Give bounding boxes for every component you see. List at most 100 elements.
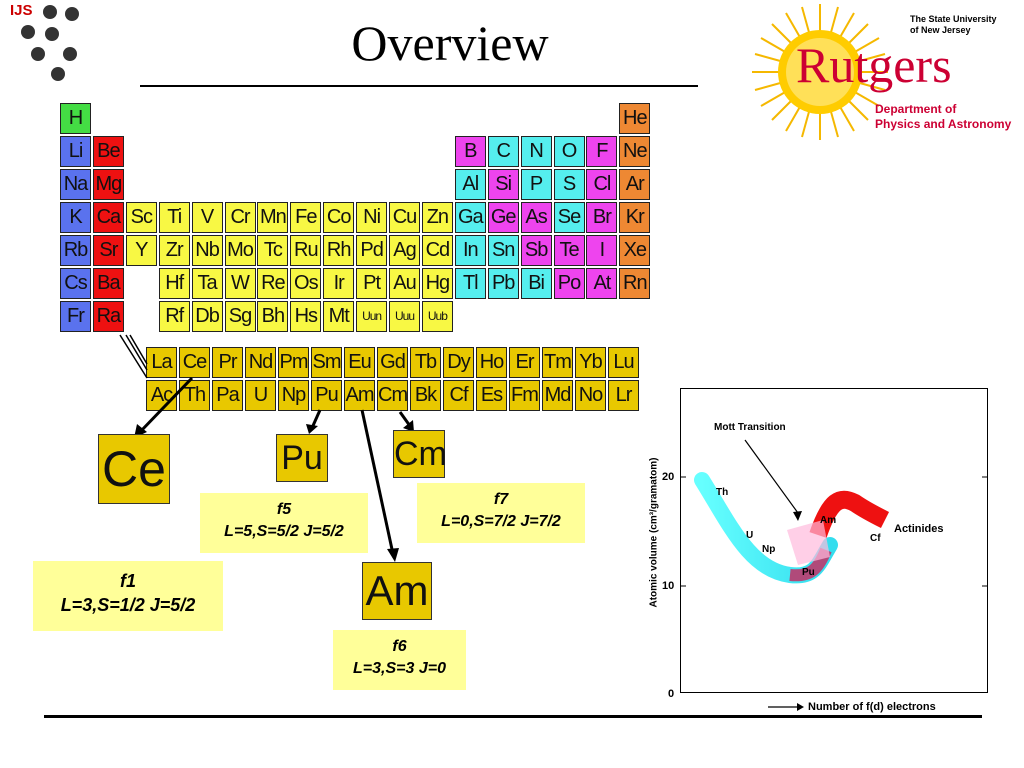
element-nd: Nd	[245, 347, 276, 378]
element-rf: Rf	[158, 301, 190, 332]
series-label-actinides: Actinides	[894, 523, 944, 535]
ijs-logo: IJS	[10, 2, 100, 87]
pu-tile: Pu	[276, 434, 328, 482]
element-lr: Lr	[608, 380, 639, 411]
element-f: F	[586, 136, 618, 167]
element-ca: Ca	[92, 202, 124, 233]
element-am: Am	[344, 380, 375, 411]
element-mg: Mg	[92, 169, 124, 200]
note-f6: f6 L=3,S=3 J=0	[333, 630, 466, 690]
element-cu: Cu	[389, 202, 420, 233]
element-cl: Cl	[586, 169, 618, 200]
element-th: Th	[179, 380, 210, 411]
point-label-pu: Pu	[802, 567, 815, 578]
element-nb: Nb	[191, 235, 223, 266]
ytick-0: 0	[668, 688, 675, 700]
element-uub: Uub	[421, 301, 453, 332]
element-pm: Pm	[278, 347, 309, 378]
element-hf: Hf	[158, 268, 190, 299]
element-se: Se	[553, 202, 585, 233]
chart-xlabel: Number of f(d) electrons	[808, 701, 936, 713]
element-br: Br	[586, 202, 618, 233]
point-label-cf: Cf	[870, 533, 881, 544]
element-zn: Zn	[421, 202, 453, 233]
element-co: Co	[323, 202, 355, 233]
ijs-dots-graphic	[21, 5, 79, 81]
element-sb: Sb	[520, 235, 552, 266]
note-f1: f1 L=3,S=1/2 J=5/2	[33, 561, 223, 631]
element-v: V	[191, 202, 223, 233]
element-dy: Dy	[443, 347, 474, 378]
element-fe: Fe	[290, 202, 322, 233]
element-b: B	[454, 136, 486, 167]
element-cd: Cd	[421, 235, 453, 266]
element-rb: Rb	[60, 235, 91, 266]
element-gd: Gd	[377, 347, 408, 378]
ytick-10: 10	[662, 580, 675, 592]
element-eu: Eu	[344, 347, 375, 378]
element-cm: Cm	[377, 380, 408, 411]
element-tc: Tc	[257, 235, 289, 266]
point-label-th: Th	[716, 487, 729, 498]
element-ba: Ba	[92, 268, 124, 299]
element-in: In	[454, 235, 486, 266]
element-c: C	[487, 136, 519, 167]
element-u: U	[245, 380, 276, 411]
element-o: O	[553, 136, 585, 167]
element-he: He	[619, 103, 651, 134]
note-f1-quantum: L=3,S=1/2 J=5/2	[60, 595, 196, 616]
element-fm: Fm	[509, 380, 540, 411]
note-f6-quantum: L=3,S=3 J=0	[353, 659, 446, 677]
university-line2: of New Jersey	[910, 25, 971, 35]
element-at: At	[586, 268, 618, 299]
element-np: Np	[278, 380, 309, 411]
title-underline	[140, 85, 698, 87]
element-p: P	[520, 169, 552, 200]
element-md: Md	[542, 380, 573, 411]
element-er: Er	[509, 347, 540, 378]
point-label-am: Am	[820, 515, 837, 526]
element-sg: Sg	[224, 301, 256, 332]
element-ag: Ag	[389, 235, 420, 266]
element-pt: Pt	[356, 268, 388, 299]
element-mn: Mn	[257, 202, 289, 233]
element-si: Si	[487, 169, 519, 200]
point-label-u: U	[746, 530, 754, 541]
element-h: H	[60, 103, 91, 134]
rutgers-logo: The State University of New Jersey Rutge…	[750, 0, 1024, 145]
element-pb: Pb	[487, 268, 519, 299]
annotation-mott: Mott Transition	[714, 422, 786, 433]
note-f5-config: f5	[276, 501, 292, 518]
bottom-rule	[44, 715, 982, 718]
element-hg: Hg	[421, 268, 453, 299]
element-w: W	[224, 268, 256, 299]
element-sn: Sn	[487, 235, 519, 266]
element-as: As	[520, 202, 552, 233]
element-ar: Ar	[619, 169, 651, 200]
dept-line2: Physics and Astronomy	[875, 117, 1012, 131]
element-y: Y	[125, 235, 157, 266]
element-sr: Sr	[92, 235, 124, 266]
element-li: Li	[60, 136, 91, 167]
element-uun: Uun	[356, 301, 388, 332]
element-po: Po	[553, 268, 585, 299]
element-mo: Mo	[224, 235, 256, 266]
element-lu: Lu	[608, 347, 639, 378]
element-ce: Ce	[179, 347, 210, 378]
element-tm: Tm	[542, 347, 573, 378]
am-tile: Am	[362, 562, 432, 620]
rutgers-wordmark: Rutgers	[796, 37, 952, 93]
note-f6-config: f6	[392, 638, 407, 655]
element-os: Os	[290, 268, 322, 299]
element-kr: Kr	[619, 202, 651, 233]
element-ta: Ta	[191, 268, 223, 299]
xlabel-arrow-icon	[768, 703, 804, 711]
element-pd: Pd	[356, 235, 388, 266]
element-ir: Ir	[323, 268, 355, 299]
element-ge: Ge	[487, 202, 519, 233]
element-au: Au	[389, 268, 420, 299]
element-pr: Pr	[212, 347, 243, 378]
cm-tile: Cm	[393, 430, 447, 478]
